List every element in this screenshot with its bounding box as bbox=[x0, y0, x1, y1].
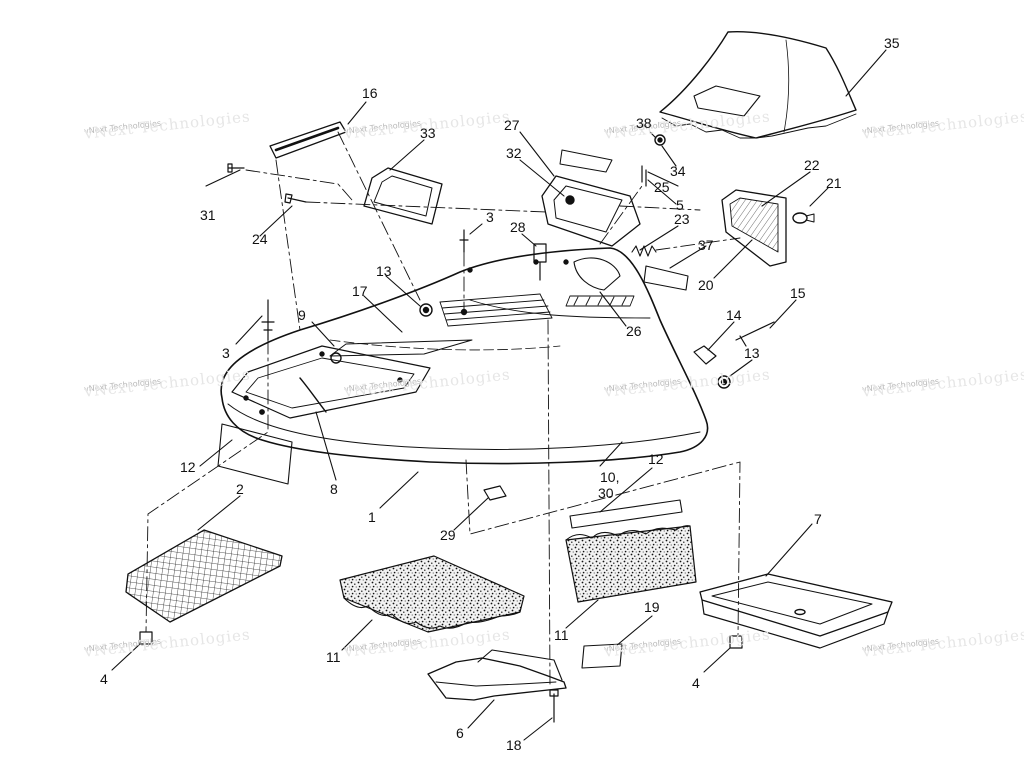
callout-18: 18 bbox=[506, 737, 522, 753]
callout-8: 8 bbox=[330, 481, 338, 497]
callout-28: 28 bbox=[510, 219, 526, 235]
callout-4-left: 4 bbox=[100, 671, 108, 687]
callout-21: 21 bbox=[826, 175, 842, 191]
callout-32: 32 bbox=[506, 145, 522, 161]
callout-4-right: 4 bbox=[692, 675, 700, 691]
callout-38: 38 bbox=[636, 115, 652, 131]
callout-14: 14 bbox=[726, 307, 742, 323]
headlight-bezel bbox=[363, 167, 443, 225]
foam-pad-right bbox=[565, 525, 697, 603]
hood-shell bbox=[220, 247, 709, 465]
callout-35: 35 bbox=[884, 35, 900, 51]
callout-9: 9 bbox=[298, 307, 306, 323]
callout-30: 30 bbox=[598, 485, 614, 501]
callout-2: 2 bbox=[236, 481, 244, 497]
foam-pad-left bbox=[339, 555, 525, 633]
callout-22: 22 bbox=[804, 157, 820, 173]
callout-27: 27 bbox=[504, 117, 520, 133]
callout-16: 16 bbox=[362, 85, 378, 101]
callout-26: 26 bbox=[626, 323, 642, 339]
headlight-lens bbox=[721, 189, 787, 267]
callout-24: 24 bbox=[252, 231, 268, 247]
callout-6: 6 bbox=[456, 725, 464, 741]
assembly-guide-lines bbox=[145, 131, 741, 685]
lower-bracket bbox=[427, 649, 567, 701]
callout-3-top: 3 bbox=[486, 209, 494, 225]
callout-12-left: 12 bbox=[180, 459, 196, 475]
hardware bbox=[139, 134, 815, 723]
callout-34: 34 bbox=[670, 163, 686, 179]
headlight-housing bbox=[541, 149, 641, 247]
vent-grille bbox=[269, 121, 347, 159]
mesh-screen bbox=[125, 529, 283, 623]
callout-33: 33 bbox=[420, 125, 436, 141]
callout-12-right: 12 bbox=[648, 451, 664, 467]
callout-25: 25 bbox=[654, 179, 670, 195]
callout-31: 31 bbox=[200, 207, 216, 223]
callout-17: 17 bbox=[352, 283, 368, 299]
callout-13-left: 13 bbox=[376, 263, 392, 279]
callout-37: 37 bbox=[698, 237, 714, 253]
windshield bbox=[659, 31, 857, 139]
callout-20: 20 bbox=[698, 277, 714, 293]
callout-23: 23 bbox=[674, 211, 690, 227]
callout-leader-lines bbox=[111, 49, 887, 741]
callout-11-left: 11 bbox=[326, 649, 341, 665]
callout-3-left: 3 bbox=[222, 345, 230, 361]
callout-7: 7 bbox=[814, 511, 822, 527]
callout-5: 5 bbox=[676, 197, 684, 213]
callout-29: 29 bbox=[440, 527, 456, 543]
callout-10: 10, bbox=[600, 469, 620, 485]
callout-1: 1 bbox=[368, 509, 376, 525]
callout-13-right: 13 bbox=[744, 345, 760, 361]
callout-19: 19 bbox=[644, 599, 660, 615]
callout-15: 15 bbox=[790, 285, 806, 301]
callout-11-right: 11 bbox=[554, 627, 569, 643]
